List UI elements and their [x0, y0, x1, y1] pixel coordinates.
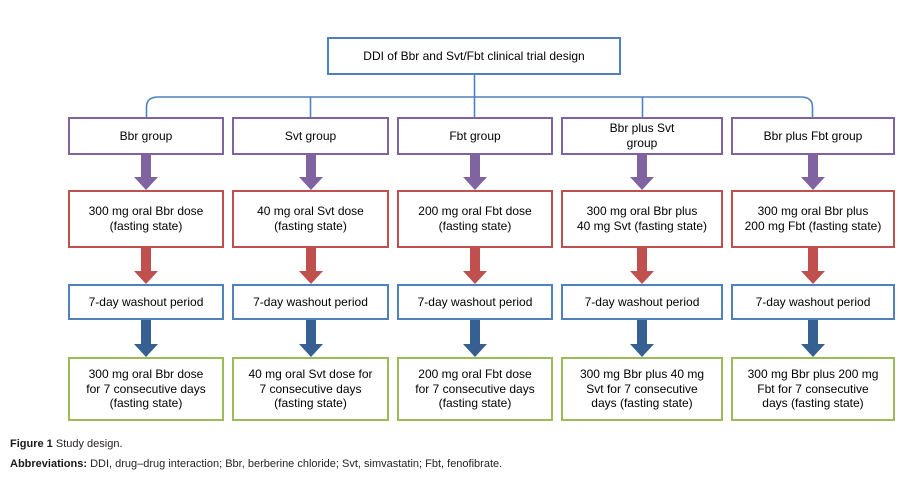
- arrow-head: [630, 344, 654, 357]
- arrow-stem: [141, 320, 151, 344]
- arrow-stem: [808, 155, 818, 177]
- trial-design-title-box: DDI of Bbr and Svt/Fbt clinical trial de…: [327, 37, 621, 75]
- arrow-stem: [141, 248, 151, 271]
- down-arrow-purple: [561, 155, 723, 190]
- multi-dose-box: 300 mg oral Bbr dose for 7 consecutive d…: [68, 357, 224, 421]
- flow-column-fbt: Fbt group 200 mg oral Fbt dose (fasting …: [397, 117, 553, 421]
- arrow-stem: [808, 248, 818, 271]
- down-arrow-red: [731, 248, 895, 284]
- arrow-head: [801, 271, 825, 284]
- arrow-head: [134, 271, 158, 284]
- washout-box: 7-day washout period: [232, 284, 389, 320]
- caption-line-figure: Figure 1 Study design.: [10, 439, 502, 450]
- arrow-head: [630, 177, 654, 190]
- arrow-head: [298, 271, 323, 284]
- group-box: Bbr group: [68, 117, 224, 155]
- single-dose-box: 40 mg oral Svt dose (fasting state): [232, 190, 389, 248]
- arrow-stem: [637, 155, 647, 177]
- arrow-stem: [470, 320, 480, 344]
- multi-dose-box: 300 mg Bbr plus 200 mg Fbt for 7 consecu…: [731, 357, 895, 421]
- single-dose-box: 300 mg oral Bbr plus 200 mg Fbt (fasting…: [731, 190, 895, 248]
- arrow-stem: [808, 320, 818, 344]
- flow-column-bbr-svt: Bbr plus Svt group 300 mg oral Bbr plus …: [561, 117, 723, 421]
- group-box: Bbr plus Fbt group: [731, 117, 895, 155]
- arrow-stem: [470, 248, 480, 271]
- arrow-head: [630, 271, 654, 284]
- group-box: Bbr plus Svt group: [561, 117, 723, 155]
- arrow-head: [134, 344, 158, 357]
- caption-line-abbreviations: Abbreviations: DDI, drug–drug interactio…: [10, 459, 502, 470]
- down-arrow-red: [232, 248, 389, 284]
- down-arrow-red: [68, 248, 224, 284]
- down-arrow-purple: [68, 155, 224, 190]
- figure-label: Figure 1: [10, 438, 53, 450]
- arrow-head: [801, 344, 825, 357]
- arrow-stem: [305, 320, 316, 344]
- figure-text: Study design.: [55, 438, 123, 450]
- group-box: Svt group: [232, 117, 389, 155]
- flow-column-bbr: Bbr group 300 mg oral Bbr dose (fasting …: [68, 117, 224, 421]
- arrow-stem: [141, 155, 151, 177]
- figure-caption: Figure 1 Study design. Abbreviations: DD…: [10, 439, 502, 479]
- arrow-head: [463, 271, 487, 284]
- arrow-stem: [305, 248, 316, 271]
- down-arrow-blue: [68, 320, 224, 357]
- washout-box: 7-day washout period: [731, 284, 895, 320]
- group-box: Fbt group: [397, 117, 553, 155]
- down-arrow-blue: [232, 320, 389, 357]
- arrow-head: [463, 177, 487, 190]
- arrow-head: [298, 344, 323, 357]
- single-dose-box: 200 mg oral Fbt dose (fasting state): [397, 190, 553, 248]
- washout-box: 7-day washout period: [561, 284, 723, 320]
- arrow-head: [298, 177, 323, 190]
- arrow-head: [801, 177, 825, 190]
- down-arrow-blue: [731, 320, 895, 357]
- down-arrow-red: [397, 248, 553, 284]
- down-arrow-blue: [561, 320, 723, 357]
- washout-box: 7-day washout period: [397, 284, 553, 320]
- bracket-line: [145, 96, 814, 117]
- arrow-stem: [470, 155, 480, 177]
- flow-column-svt: Svt group 40 mg oral Svt dose (fasting s…: [232, 117, 389, 421]
- arrow-head: [463, 344, 487, 357]
- down-arrow-purple: [232, 155, 389, 190]
- down-arrow-red: [561, 248, 723, 284]
- arrow-stem: [305, 155, 316, 177]
- single-dose-box: 300 mg oral Bbr dose (fasting state): [68, 190, 224, 248]
- arrow-stem: [637, 320, 647, 344]
- arrow-head: [134, 177, 158, 190]
- down-arrow-purple: [397, 155, 553, 190]
- abbreviations-label: Abbreviations:: [10, 458, 88, 470]
- multi-dose-box: 300 mg Bbr plus 40 mg Svt for 7 consecut…: [561, 357, 723, 421]
- down-arrow-blue: [397, 320, 553, 357]
- abbreviations-text: DDI, drug–drug interaction; Bbr, berberi…: [90, 458, 503, 470]
- flow-column-bbr-fbt: Bbr plus Fbt group 300 mg oral Bbr plus …: [731, 117, 895, 421]
- down-arrow-purple: [731, 155, 895, 190]
- multi-dose-box: 40 mg oral Svt dose for 7 consecutive da…: [232, 357, 389, 421]
- multi-dose-box: 200 mg oral Fbt dose for 7 consecutive d…: [397, 357, 553, 421]
- single-dose-box: 300 mg oral Bbr plus 40 mg Svt (fasting …: [561, 190, 723, 248]
- arrow-stem: [637, 248, 647, 271]
- washout-box: 7-day washout period: [68, 284, 224, 320]
